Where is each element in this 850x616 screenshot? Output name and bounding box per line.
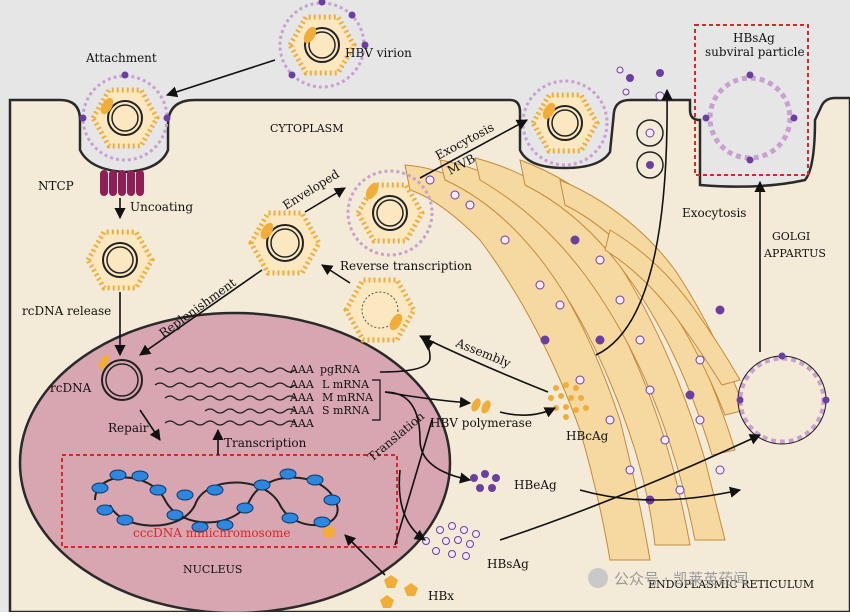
transcription-label: Transcription: [224, 436, 307, 450]
mrna-name-3: S mRNA: [322, 404, 370, 417]
mrna-bracket: [372, 379, 381, 421]
hbcag-label: HBcAg: [566, 429, 609, 443]
uncoating-label: Uncoating: [130, 200, 193, 214]
ntcp-label: NTCP: [38, 179, 74, 193]
nucleosomes: [91, 468, 341, 533]
subviral-particle-box: [694, 24, 809, 176]
mrna-transcripts: [154, 367, 296, 426]
rcdna-label: rcDNA: [50, 381, 92, 395]
released-particles: [616, 66, 665, 179]
mrna-name-2: M mRNA: [322, 391, 374, 404]
golgi-label-1: GOLGI: [772, 230, 810, 243]
uncoated-capsid: [85, 229, 155, 291]
repair-label: Repair: [108, 421, 149, 435]
subviral-title-1: HBsAg: [733, 31, 775, 45]
hbx-label: HBx: [428, 589, 454, 603]
rcdna-circle: [98, 354, 143, 401]
golgi-vesicle: [736, 352, 830, 445]
hbcag-cluster: [548, 382, 589, 420]
exiting-virion: [521, 79, 609, 167]
mrna-name-0: pgRNA: [320, 363, 361, 376]
pathway-arrows: [114, 59, 766, 576]
immature-capsid: [343, 277, 417, 343]
cytoplasm-label: CYTOPLASM: [270, 122, 343, 135]
exocytosis-label: Exocytosis: [682, 206, 746, 220]
nucleus-label: NUCLEUS: [183, 563, 242, 576]
subviral-title-2: subviral particle: [705, 45, 805, 59]
attached-virion: [79, 71, 171, 162]
mrna-tail-0: AAA: [289, 363, 315, 376]
enveloped-virion: [346, 169, 434, 257]
mrna-tail-2: AAA: [289, 391, 315, 404]
er-label: ENDOPLASMIC RETICULUM: [648, 578, 814, 591]
hbv-virion: [278, 0, 369, 89]
mrna-labels: AAA pgRNA AAA L mRNA AAA M mRNA AAA S mR…: [289, 363, 381, 430]
hbv-polymerase-label: HBV polymerase: [430, 416, 532, 430]
replenishment-capsid: [248, 210, 322, 276]
ntcp-receptor: [100, 170, 144, 196]
hbeag-cluster: [470, 470, 500, 492]
watermark-text: 公众号 · 凯莱英药闻: [614, 570, 748, 588]
attachment-label: Attachment: [85, 51, 157, 65]
hbsag-label: HBsAg: [487, 557, 529, 571]
hbv-polymerase-icon: [471, 398, 491, 414]
mrna-tail-4: AAA: [289, 417, 315, 430]
mrna-name-1: L mRNA: [322, 378, 370, 391]
hbeag-label: HBeAg: [514, 478, 557, 492]
mrna-tail-3: AAA: [289, 404, 315, 417]
subviral-particle: [702, 71, 798, 164]
rcdna-release-label: rcDNA release: [22, 304, 111, 318]
er-vesicles: [425, 175, 725, 505]
watermark: 公众号 · 凯莱英药闻: [588, 568, 748, 588]
mrna-tail-1: AAA: [289, 378, 315, 391]
reverse-transcription-label: Reverse transcription: [340, 259, 472, 273]
wechat-icon: [588, 568, 608, 588]
hbx-cluster: [322, 525, 418, 608]
cccdna-box: [61, 454, 398, 548]
hbv-virion-label: HBV virion: [345, 46, 412, 60]
hbsag-cluster: [422, 522, 480, 560]
golgi-label-2: APPARTUS: [763, 247, 826, 260]
cccdna-label: cccDNA minichromosome: [133, 526, 290, 540]
